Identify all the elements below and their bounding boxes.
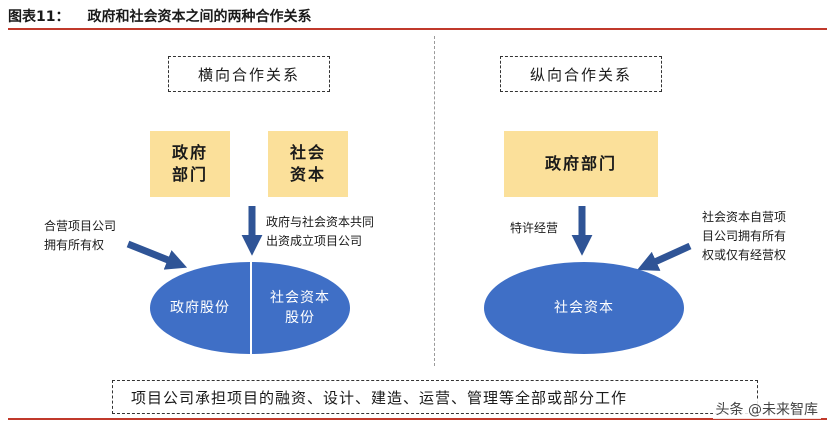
arrow-right-diagonal bbox=[637, 242, 692, 271]
figure-title-text: 政府和社会资本之间的两种合作关系 bbox=[87, 9, 312, 25]
bottom-rule bbox=[8, 418, 827, 420]
box-social-capital-label: 社会 资本 bbox=[289, 143, 326, 184]
vertical-heading-label: 纵向合作关系 bbox=[529, 65, 632, 84]
bottom-responsibility-text: 项目公司承担项目的融资、设计、建造、运营、管理等全部或部分工作 bbox=[131, 388, 628, 407]
watermark: 头条 @未来智库 bbox=[712, 399, 821, 419]
ellipse-social-capital: 社会资本 bbox=[484, 262, 684, 354]
figure-number: 图表11： bbox=[8, 9, 70, 25]
box-government-right-label: 政府部门 bbox=[544, 154, 617, 173]
social-capital-label: 社会资本 bbox=[554, 300, 614, 316]
figure-title: 图表11： 政府和社会资本之间的两种合作关系 bbox=[8, 6, 311, 26]
box-government-right: 政府部门 bbox=[504, 131, 658, 197]
horizontal-heading-label: 横向合作关系 bbox=[197, 65, 300, 84]
box-government-left: 政府 部门 bbox=[150, 131, 230, 197]
ellipse-project-company-shares: 政府股份 社会资本 股份 bbox=[150, 262, 350, 354]
note-ownership-or-operation: 社会资本自营项 目公司拥有所有 权或仅有经营权 bbox=[702, 210, 787, 262]
horizontal-heading: 横向合作关系 bbox=[168, 56, 330, 92]
social-shares-label: 社会资本 股份 bbox=[270, 290, 330, 326]
note-joint-funding: 政府与社会资本共同 出资成立项目公司 bbox=[266, 215, 375, 248]
vertical-heading: 纵向合作关系 bbox=[500, 56, 662, 92]
arrow-left-diagonal bbox=[126, 240, 188, 270]
bottom-responsibility-box: 项目公司承担项目的融资、设计、建造、运营、管理等全部或部分工作 bbox=[112, 380, 758, 414]
gov-shares-label: 政府股份 bbox=[170, 300, 230, 316]
note-joint-ownership: 合营项目公司 拥有所有权 bbox=[44, 219, 117, 252]
share-divider bbox=[250, 262, 252, 354]
section-divider bbox=[434, 36, 435, 366]
note-franchise: 特许经营 bbox=[510, 221, 559, 235]
box-social-capital: 社会 资本 bbox=[268, 131, 348, 197]
title-rule bbox=[8, 28, 827, 30]
box-government-left-label: 政府 部门 bbox=[171, 143, 208, 184]
